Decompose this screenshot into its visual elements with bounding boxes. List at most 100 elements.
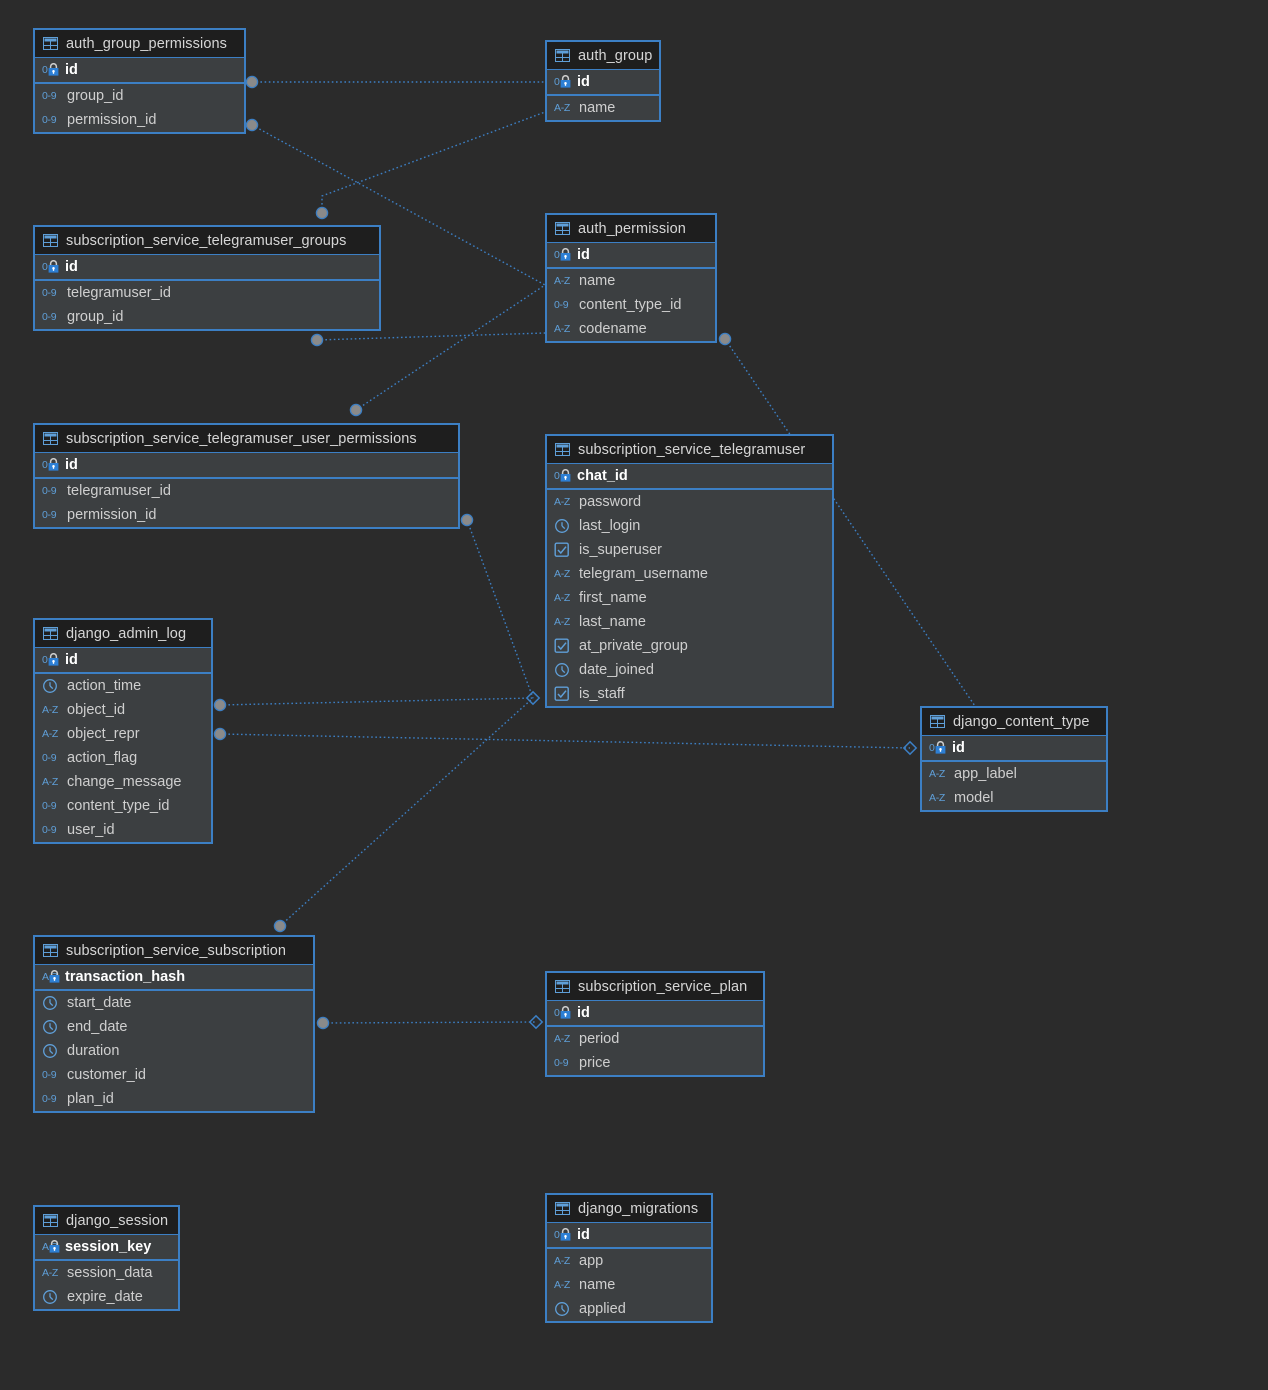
table-header[interactable]: subscription_service_telegramuser_groups <box>35 227 379 255</box>
column-name: session_data <box>67 1265 153 1281</box>
column-row[interactable]: last_login <box>547 514 832 538</box>
table-header[interactable]: subscription_service_telegramuser <box>547 436 832 464</box>
edge-endpoint-circle <box>213 698 227 712</box>
relationship-edge <box>213 727 918 756</box>
integer-icon: 0-9 <box>42 1069 57 1081</box>
clock-icon <box>42 677 62 695</box>
integer-icon: 0-9 <box>42 509 57 521</box>
table-node[interactable]: subscription_service_subscriptionA-Ztran… <box>33 935 315 1113</box>
table-header[interactable]: subscription_service_subscription <box>35 937 313 965</box>
table-header[interactable]: auth_group <box>547 42 659 70</box>
column-name: app_label <box>954 766 1017 782</box>
edge-endpoint-circle <box>245 75 259 89</box>
table-header[interactable]: subscription_service_telegramuser_user_p… <box>35 425 458 453</box>
column-row[interactable]: action_time <box>35 674 211 698</box>
column-row-pk[interactable]: A-Ztransaction_hash <box>35 965 313 989</box>
edge-endpoint-circle <box>349 403 363 417</box>
column-row[interactable]: is_superuser <box>547 538 832 562</box>
table-header[interactable]: django_admin_log <box>35 620 211 648</box>
column-row[interactable]: A-Z session_data <box>35 1261 178 1285</box>
column-row[interactable]: duration <box>35 1039 313 1063</box>
column-name: start_date <box>67 995 132 1011</box>
column-name: transaction_hash <box>65 969 186 985</box>
table-header[interactable]: auth_group_permissions <box>35 30 244 58</box>
column-row[interactable]: end_date <box>35 1015 313 1039</box>
clock-icon <box>42 1042 62 1060</box>
column-row[interactable]: start_date <box>35 991 313 1015</box>
column-row[interactable]: date_joined <box>547 658 832 682</box>
string-icon: A-Z <box>42 1267 59 1279</box>
column-row[interactable]: applied <box>547 1297 711 1321</box>
table-header[interactable]: django_migrations <box>547 1195 711 1223</box>
table-node[interactable]: subscription_service_telegramuser_user_p… <box>33 423 460 529</box>
table-header[interactable]: subscription_service_plan <box>547 973 763 1001</box>
table-header[interactable]: django_session <box>35 1207 178 1235</box>
column-row[interactable]: is_staff <box>547 682 832 706</box>
column-name: id <box>577 1005 590 1021</box>
table-header[interactable]: auth_permission <box>547 215 715 243</box>
column-row[interactable]: expire_date <box>35 1285 178 1309</box>
column-row[interactable]: at_private_group <box>547 634 832 658</box>
table-node[interactable]: subscription_service_telegramuser_groups… <box>33 225 381 331</box>
table-name: django_migrations <box>578 1200 699 1217</box>
table-header[interactable]: django_content_type <box>922 708 1106 736</box>
string-icon: A-Z <box>554 592 571 604</box>
